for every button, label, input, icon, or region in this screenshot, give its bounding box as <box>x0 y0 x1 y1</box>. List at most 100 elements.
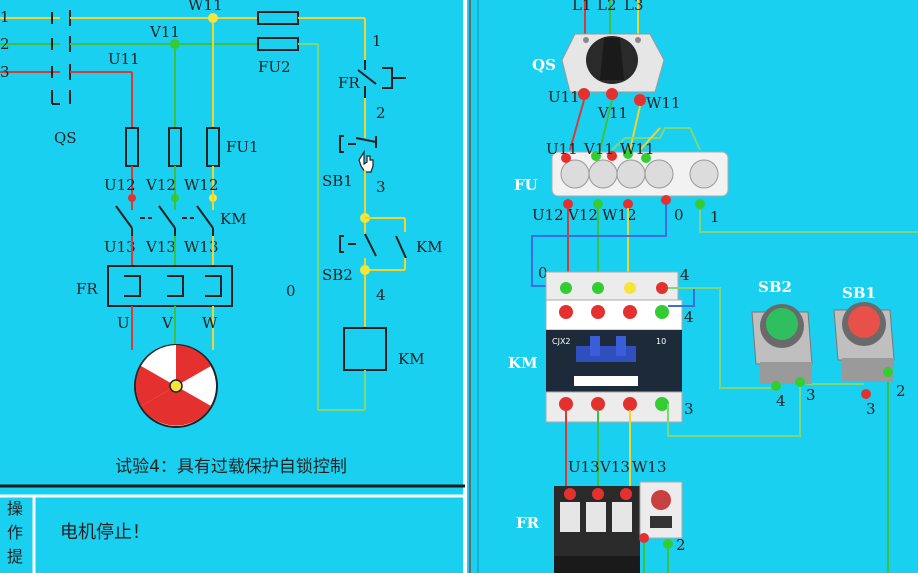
fu-w12-label: W12 <box>602 206 637 224</box>
km-t4a-label: 4 <box>680 266 690 284</box>
v11-label: V11 <box>149 23 180 41</box>
w11-label: W11 <box>188 0 223 14</box>
sb2-t3-label: 3 <box>806 386 816 404</box>
u12-label: U12 <box>104 176 136 194</box>
fr-label: FR <box>76 280 98 298</box>
qs-wiring-label: QS <box>532 56 556 74</box>
w-junction-node <box>208 13 218 23</box>
fu2-fuse-bottom <box>257 37 299 51</box>
qs-to-fu-u <box>569 99 585 151</box>
qs-w11-terminal <box>634 94 646 106</box>
fu2-fuse-top <box>257 11 299 25</box>
qs-label: QS <box>54 129 77 147</box>
sb1-pushbutton[interactable] <box>833 302 895 399</box>
fu-t1-label: 1 <box>710 208 720 226</box>
node4-junction <box>360 265 370 275</box>
fr-t2-label: 2 <box>676 536 686 554</box>
zero-label: 0 <box>286 282 296 300</box>
sb2-no-contact <box>339 233 377 257</box>
contactor-model: CJX2 <box>552 337 571 346</box>
fr-v13-label: V13 <box>599 458 630 476</box>
km-t3-to-sb2-wire <box>667 384 801 437</box>
v-label: V <box>161 314 174 332</box>
sb1-t2-label: 2 <box>896 382 906 400</box>
sb2-label: SB2 <box>322 266 353 284</box>
qs-w11-label: W11 <box>646 94 681 112</box>
schematic-caption: 试验4：具有过载保护自锁控制 <box>115 457 347 477</box>
km-wiring-label: KM <box>508 354 538 372</box>
fr-nc-contact <box>357 60 406 98</box>
fu-control-jumper <box>611 127 701 151</box>
l3-label: L3 <box>624 0 644 14</box>
u11-label: U11 <box>108 50 140 68</box>
sb1-wiring-label: SB1 <box>842 284 876 302</box>
fu1-label: FU1 <box>226 138 259 156</box>
operation-message: 电机停止！ <box>60 522 150 543</box>
w13-label: W13 <box>184 238 219 256</box>
sb2-pushbutton[interactable] <box>751 304 813 391</box>
fu-wiring-label: FU <box>514 176 538 194</box>
l1-label: L1 <box>572 0 592 14</box>
km-aux-contact <box>395 235 407 259</box>
fu-w11-label: W11 <box>620 140 655 158</box>
km-coil-label: KM <box>398 350 425 368</box>
km-t4b-label: 4 <box>684 308 694 326</box>
control-loop-wire <box>699 210 918 233</box>
fu2-label: FU2 <box>258 58 291 76</box>
fu-fuse-block <box>551 149 729 209</box>
hand-cursor-icon <box>358 149 374 173</box>
km-main-label: KM <box>220 210 247 228</box>
qs-v11-terminal <box>606 88 618 100</box>
fr-u13-label: U13 <box>568 458 600 476</box>
fr-ctrl-label: FR <box>338 74 360 92</box>
fu-u12-terminal <box>563 199 573 209</box>
qs-to-fu-v <box>599 99 613 151</box>
fu1-fuse-u <box>125 127 139 167</box>
u13-label: U13 <box>104 238 136 256</box>
l2-label: L2 <box>597 0 617 14</box>
fr-w13-label: W13 <box>632 458 667 476</box>
km-to-sb2-wire <box>668 287 778 389</box>
qs-to-fu-w <box>629 105 641 151</box>
fr-wiring-label: FR <box>516 514 540 532</box>
phase-label-1: 1 <box>0 8 10 26</box>
qs-rotary-switch[interactable] <box>561 33 665 93</box>
fu-u11-label: U11 <box>546 140 578 158</box>
qs-v11-label: V11 <box>597 104 628 122</box>
zero-neutral-wire <box>531 204 667 287</box>
v13-label: V13 <box>145 238 176 256</box>
phase-label-2: 2 <box>0 35 10 53</box>
fu-control-jumper-2 <box>639 127 661 151</box>
fr-heater-elements <box>124 275 222 297</box>
node2-label: 2 <box>376 104 386 122</box>
sb2-t4-label: 4 <box>776 392 786 410</box>
fr-relay-box <box>107 265 233 307</box>
fu-u12-label: U12 <box>532 206 564 224</box>
qs-u11-label: U11 <box>548 88 580 106</box>
u-label: U <box>117 314 130 332</box>
contactor-number: 10 <box>656 337 666 346</box>
schematic-panel: 1 2 3 QS W11 V11 U11 FU2 <box>0 0 471 573</box>
node4-label: 4 <box>376 286 386 304</box>
node1-label: 1 <box>372 32 382 50</box>
wiring-panel: L1 L2 L3 QS U11 V11 W11 <box>477 0 918 573</box>
operation-hint-label: 操作提示 <box>6 499 23 573</box>
km-contactor <box>545 271 683 423</box>
qs-switch-symbol <box>51 10 71 105</box>
fu-t0-label: 0 <box>674 206 684 224</box>
fu-v12-terminal <box>593 199 603 209</box>
km-aux-label: KM <box>416 238 443 256</box>
km-t3-label: 3 <box>684 400 694 418</box>
sb1-t3-label: 3 <box>866 400 876 418</box>
w-label: W <box>202 314 218 332</box>
v12-label: V12 <box>145 176 176 194</box>
sb2-wiring-label: SB2 <box>758 278 792 296</box>
fu1-fuse-v <box>168 127 182 167</box>
km-main-contacts <box>115 205 214 236</box>
fu-v12-label: V12 <box>567 206 598 224</box>
fu1-fuse-w <box>206 127 220 167</box>
motor-symbol <box>134 344 218 428</box>
fr-thermal-relay <box>554 481 683 573</box>
km-t0-label: 0 <box>538 264 548 282</box>
km-coil <box>343 327 387 371</box>
